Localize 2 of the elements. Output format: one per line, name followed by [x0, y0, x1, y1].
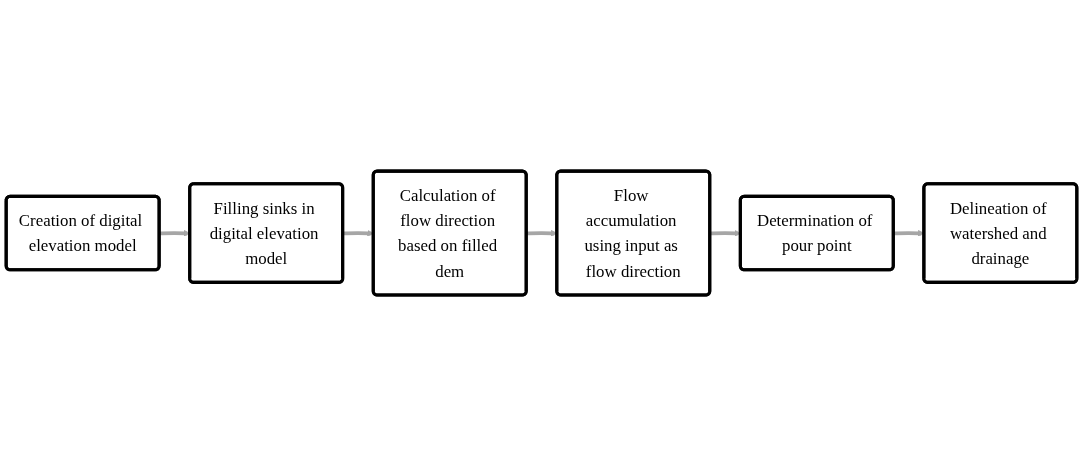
arrow	[526, 230, 558, 238]
arrow	[893, 230, 925, 238]
